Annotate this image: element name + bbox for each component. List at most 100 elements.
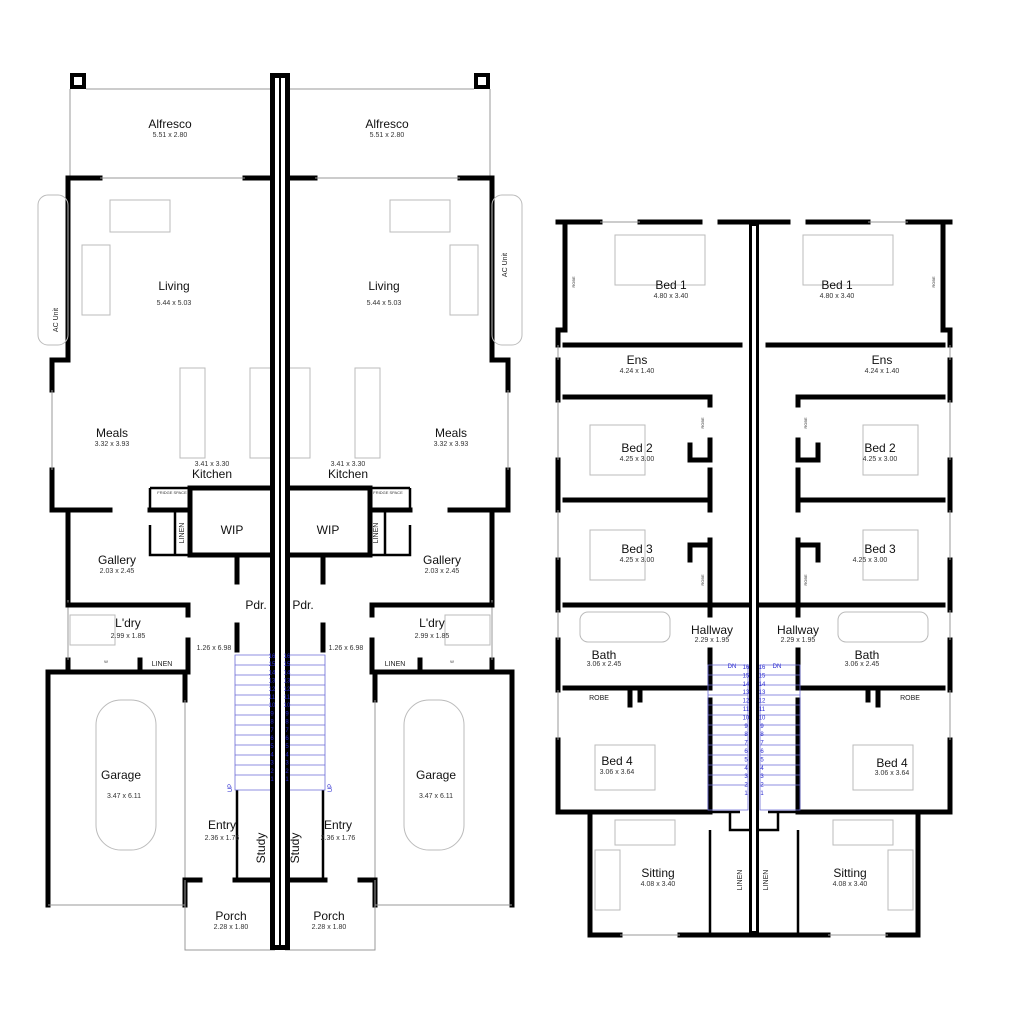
- room-ensuite: Ens: [872, 353, 893, 367]
- room-dims: 4.25 x 3.00: [853, 557, 888, 564]
- room-dims: 2.28 x 1.80: [214, 924, 249, 931]
- stair-step-number: 8: [285, 720, 289, 726]
- stair-step-number: 16: [743, 665, 750, 671]
- room-bath: Bath: [855, 648, 880, 662]
- stair-step-number: 5: [285, 744, 289, 750]
- stair-step-number: 6: [760, 749, 764, 755]
- room-meals: Meals: [435, 426, 467, 440]
- room-dims: 4.24 x 1.40: [865, 368, 900, 375]
- room-kitchen: Kitchen: [328, 467, 368, 481]
- stair-step-number: 12: [284, 687, 291, 693]
- room-dims: 4.08 x 3.40: [833, 881, 868, 888]
- stair-step-number: 5: [760, 757, 764, 763]
- stair-step-number: 8: [760, 732, 764, 738]
- ground-left-labels: Alfresco 5.51 x 2.80 Living 5.44 x 5.03 …: [53, 117, 268, 931]
- stair-step-number: 2: [285, 769, 289, 775]
- room-dims: 3.41 x 3.30: [331, 461, 366, 468]
- stair-step-number: 13: [284, 679, 291, 685]
- stair-step-number: 6: [285, 736, 289, 742]
- robe-label: ROBE: [700, 574, 705, 586]
- stair-step-number: 9: [760, 724, 764, 730]
- stair-step-number: 11: [759, 707, 766, 713]
- stair-step-number: 15: [759, 673, 766, 679]
- stair-step-number: 2: [270, 769, 274, 775]
- stair-step-number: 1: [760, 791, 764, 797]
- upper-left-walls: [558, 222, 755, 935]
- stair-step-number: 15: [269, 662, 276, 668]
- stair-step-number: 3: [270, 761, 274, 767]
- linen-label: LINEN: [737, 870, 744, 891]
- room-dims: 2.28 x 1.80: [312, 924, 347, 931]
- stair-step-number: 4: [760, 766, 764, 772]
- room-porch: Porch: [215, 909, 246, 923]
- room-dims: 4.25 x 3.00: [863, 456, 898, 463]
- room-dims: 5.51 x 2.80: [370, 132, 405, 139]
- room-entry: Entry: [208, 818, 236, 832]
- room-dims: 3.32 x 3.93: [434, 441, 469, 448]
- room-bath: Bath: [592, 648, 617, 662]
- stair-step-number: 10: [269, 703, 276, 709]
- stair-step-number: 3: [285, 761, 289, 767]
- room-dims: 2.29 x 1.95: [781, 637, 816, 644]
- room-bed-1: Bed 1: [821, 278, 853, 292]
- stair-step-number: 10: [759, 715, 766, 721]
- hall-dims: 1.26 x 6.98: [197, 645, 232, 652]
- stair-step-number: 14: [269, 670, 276, 676]
- linen-label: LINEN: [763, 870, 770, 891]
- robe-label: ROBE: [700, 417, 705, 429]
- ac-unit-label: AC Unit: [53, 308, 60, 332]
- linen-label: LINEN: [152, 661, 173, 668]
- room-alfresco: Alfresco: [365, 117, 409, 131]
- room-dims: 3.47 x 6.11: [107, 793, 141, 800]
- room-dims: 5.44 x 5.03: [367, 300, 402, 307]
- stair-step-number: 1: [270, 777, 274, 783]
- stair-step-number: 12: [743, 699, 750, 705]
- linen-label: LINEN: [179, 523, 186, 544]
- stair-step-number: 1: [285, 777, 289, 783]
- ground-right-labels: Alfresco 5.51 x 2.80 Living 5.44 x 5.03 …: [288, 117, 509, 931]
- room-dims: 4.08 x 3.40: [641, 881, 676, 888]
- room-dims: 5.44 x 5.03: [157, 300, 192, 307]
- ground-left-walls: [38, 73, 275, 950]
- washer-label: W: [450, 659, 454, 664]
- upper-right-walls: [753, 222, 950, 935]
- room-living: Living: [158, 279, 189, 293]
- room-wip: WIP: [317, 523, 340, 537]
- stair-step-number: 7: [744, 741, 748, 747]
- room-garage: Garage: [416, 768, 456, 782]
- room-study: Study: [254, 833, 268, 864]
- room-dims: 2.99 x 1.85: [111, 633, 146, 640]
- room-gallery: Gallery: [423, 553, 461, 567]
- stair-step-number: 4: [285, 752, 289, 758]
- room-study: Study: [288, 833, 302, 864]
- room-sitting: Sitting: [833, 866, 866, 880]
- washer-label: W: [104, 659, 108, 664]
- stair-step-number: 2: [744, 783, 748, 789]
- ground-floor: [38, 73, 522, 950]
- stair-step-number: 7: [285, 728, 289, 734]
- stair-step-number: 13: [269, 679, 276, 685]
- room-dims: 2.36 x 1.76: [205, 835, 240, 842]
- linen-label: LINEN: [385, 661, 406, 668]
- stair-step-number: 14: [743, 682, 750, 688]
- stair-step-number: 1: [744, 791, 748, 797]
- room-dims: 4.25 x 3.00: [620, 557, 655, 564]
- stair-step-number: 7: [760, 741, 764, 747]
- room-dims: 3.06 x 2.45: [587, 661, 622, 668]
- stair-step-number: 11: [284, 695, 291, 701]
- stair-step-number: 5: [270, 744, 274, 750]
- stair-step-number: 14: [759, 682, 766, 688]
- room-dims: 2.36 x 1.76: [321, 835, 356, 842]
- room-dims: 3.47 x 6.11: [419, 793, 453, 800]
- room-alfresco: Alfresco: [148, 117, 192, 131]
- stair-step-number: 2: [760, 783, 764, 789]
- stair-step-number: 10: [284, 703, 291, 709]
- stair-step-number: 5: [744, 757, 748, 763]
- upper-right-labels: Bed 1 4.80 x 3.40 ROBE Ens 4.24 x 1.40 B…: [763, 276, 936, 890]
- room-dims: 2.03 x 2.45: [425, 568, 460, 575]
- robe-label: ROBE: [571, 276, 576, 288]
- stair-step-number: 16: [269, 654, 276, 660]
- room-dims: 3.32 x 3.93: [95, 441, 130, 448]
- stair-up-label: UP: [228, 784, 234, 792]
